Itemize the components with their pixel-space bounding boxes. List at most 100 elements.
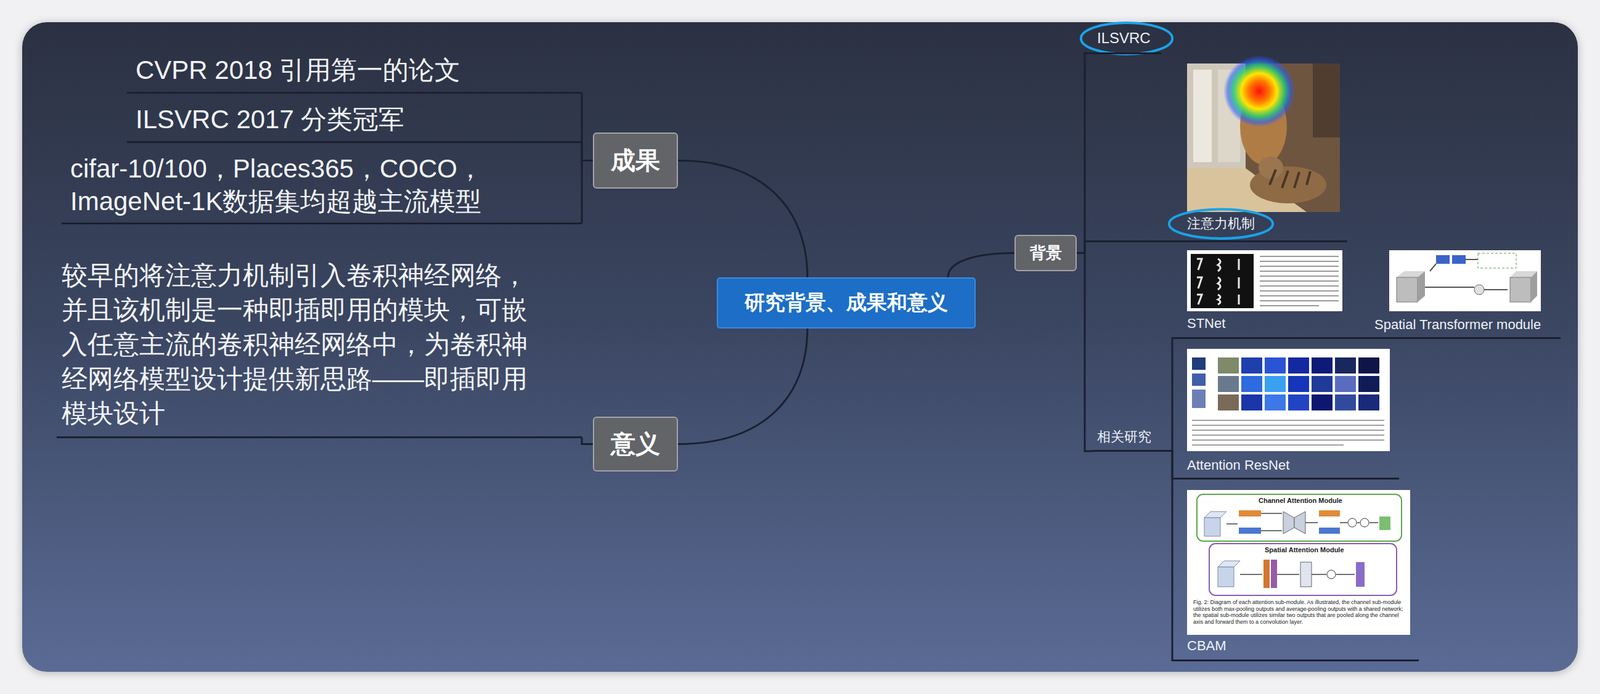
- sampler: [1474, 284, 1485, 295]
- topic-item: 注意力机制: [1092, 61, 1348, 243]
- branch-connector: [1076, 241, 1093, 254]
- topic-item: CVPR 2018 引用第一的论文: [126, 49, 582, 94]
- figure-tile: [1358, 394, 1380, 411]
- channel-attention-bar: [1379, 516, 1391, 531]
- node-text: Attention ResNet: [1187, 457, 1290, 474]
- node-text: Spatial Transformer module: [1374, 316, 1541, 333]
- figure-tile: [1264, 357, 1286, 374]
- node-text: STNet: [1187, 315, 1226, 332]
- photo-wall: [1312, 63, 1340, 138]
- node-text: CBAM: [1187, 637, 1227, 654]
- net-block: [1436, 255, 1450, 264]
- figure-arrows: [1424, 259, 1508, 290]
- topic-item: ILSVRC: [1092, 24, 1162, 55]
- central-topic: 研究背景、成果和意义: [716, 277, 976, 329]
- net-block: [1452, 255, 1466, 264]
- cube-side: [1417, 271, 1425, 303]
- heat-map: [1223, 55, 1295, 127]
- figure-tile: [1241, 357, 1263, 374]
- cube-top: [1217, 560, 1241, 568]
- node-text: 研究背景、成果和意义: [744, 289, 948, 317]
- branch-box: 意义: [592, 416, 678, 472]
- sigmoid-op: [1360, 518, 1369, 527]
- figure-tile: [1311, 375, 1333, 392]
- photo-cat: [1258, 156, 1284, 179]
- avgpool-bar: [1238, 527, 1262, 534]
- digit-strokes: [1196, 258, 1239, 272]
- conv-block: [1300, 562, 1312, 587]
- figure-ground: [1187, 489, 1411, 635]
- figure-tile: [1191, 357, 1206, 370]
- spatial-transformer-figure: [1389, 250, 1541, 312]
- figure-text-lines: [1259, 256, 1339, 306]
- figure-label: Fig. 2: Diagram of each attention sub-mo…: [1193, 599, 1405, 625]
- figure-tile: [1288, 357, 1310, 374]
- figure-tile: [1311, 357, 1333, 374]
- branch-connector: [677, 328, 808, 445]
- digit-strokes: [1196, 258, 1239, 305]
- branch-box: 背景: [1014, 234, 1077, 272]
- figure-tile: [1334, 394, 1356, 411]
- figure-tile: [1264, 394, 1286, 411]
- digit-strokes: [1196, 277, 1239, 290]
- node-text: 成果: [610, 143, 661, 178]
- figure-tile: [1241, 375, 1263, 392]
- photo-cat: [1269, 169, 1311, 188]
- cube-front: [1396, 277, 1418, 303]
- node-text: ILSVRC: [1097, 29, 1157, 48]
- highlight-circle: [1169, 208, 1273, 238]
- node-text: 相关研究: [1097, 428, 1167, 445]
- attention-photo: [1187, 55, 1340, 213]
- stnet-figure: [1187, 250, 1343, 312]
- figure-ground: [1187, 348, 1390, 452]
- figure-arrows: [1240, 573, 1355, 576]
- topic-item: 相关研究: [1092, 424, 1172, 452]
- figure-label: Channel Attention Module: [1258, 496, 1343, 505]
- figure-tile: [1191, 389, 1206, 409]
- figure-text-lines: [1191, 420, 1385, 445]
- branch-connector: [1076, 53, 1093, 253]
- figure-tile: [1334, 375, 1356, 392]
- topic-item: cifar-10/100，Places365，COCO，ImageNet-1K数…: [61, 147, 582, 225]
- attention-tiles: [1217, 357, 1380, 411]
- mlp-shape: [1294, 511, 1306, 534]
- sum-op: [1347, 518, 1357, 527]
- spatial-module-frame: [1209, 543, 1397, 596]
- figure-tile: [1217, 375, 1239, 392]
- node-text: ILSVRC 2017 分类冠军: [135, 103, 576, 137]
- pool-slab: [1270, 559, 1278, 588]
- grid-box: [1477, 253, 1517, 269]
- figure-tile: [1358, 375, 1380, 392]
- avgpool-bar: [1318, 527, 1340, 534]
- photo-window: [1193, 69, 1212, 163]
- pool-slab: [1263, 559, 1270, 588]
- sigmoid-op: [1326, 570, 1336, 579]
- highlight-circle: [1081, 22, 1173, 55]
- figure-ground: [1389, 250, 1541, 312]
- branch-connector: [1076, 253, 1093, 452]
- branch-box: 成果: [592, 132, 678, 189]
- node-text: 意义: [610, 427, 661, 462]
- digit-panel: [1190, 253, 1254, 309]
- node-text: CVPR 2018 引用第一的论文: [135, 54, 576, 87]
- cube-front: [1217, 567, 1234, 587]
- topic-item: 较早的将注意力机制引入卷积神经网络，并且该机制是一种即插即用的模块，可嵌入任意主…: [56, 252, 582, 439]
- maxpool-bar: [1318, 510, 1340, 517]
- spatial-attention-slab: [1355, 562, 1365, 587]
- node-text: 背景: [1029, 242, 1062, 264]
- digit-strokes: [1196, 294, 1239, 305]
- figure-tile: [1311, 394, 1333, 411]
- figure-tile: [1264, 375, 1286, 392]
- cbam-figure: [1187, 489, 1411, 635]
- topic-item: Attention ResNet: [1173, 342, 1400, 480]
- cube-front: [1510, 277, 1531, 303]
- figure-tile: [1334, 357, 1356, 374]
- figure-text-lines: [1259, 256, 1339, 306]
- figure-label: Spatial Attention Module: [1264, 546, 1345, 554]
- branch-connector: [581, 160, 593, 224]
- topic-item: STNet Spatial Transformer module: [1173, 246, 1561, 339]
- branch-connector: [581, 92, 593, 161]
- figure-arrows: [1226, 513, 1379, 531]
- branch-connector: [581, 141, 593, 161]
